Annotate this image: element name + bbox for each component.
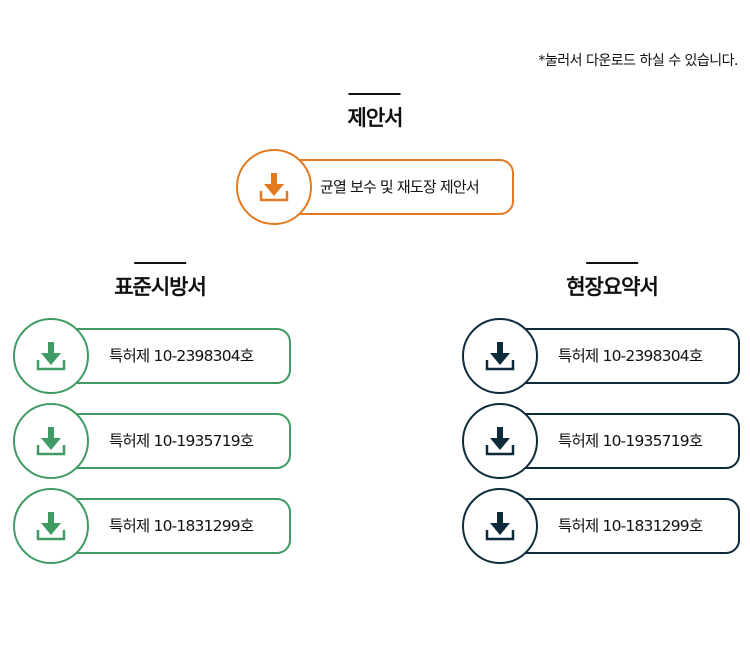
spec-download-label: 특허제 10-1935719호 (109, 432, 254, 450)
download-icon (462, 318, 538, 394)
spec-download-button-3[interactable]: 특허제 10-1831299호 (13, 488, 293, 564)
proposal-title: 제안서 (348, 102, 404, 132)
download-icon (13, 318, 89, 394)
spec-download-label: 특허제 10-2398304호 (109, 347, 254, 365)
spec-download-button-2[interactable]: 특허제 10-1935719호 (13, 403, 293, 479)
download-icon (13, 403, 89, 479)
summary-download-button-3[interactable]: 특허제 10-1831299호 (462, 488, 742, 564)
summary-download-button-2[interactable]: 특허제 10-1935719호 (462, 403, 742, 479)
download-icon (462, 488, 538, 564)
button-frame (500, 413, 740, 469)
button-frame (51, 498, 291, 554)
download-icon (462, 403, 538, 479)
spec-download-label: 특허제 10-1831299호 (109, 517, 254, 535)
summary-title: 현장요약서 (566, 271, 659, 301)
button-frame (500, 328, 740, 384)
spec-download-button-1[interactable]: 특허제 10-2398304호 (13, 318, 293, 394)
proposal-download-button[interactable]: 균열 보수 및 재도장 제안서 (236, 149, 516, 225)
summary-download-button-1[interactable]: 특허제 10-2398304호 (462, 318, 742, 394)
button-frame (274, 159, 514, 215)
download-hint: *눌러서 다운로드 하실 수 있습니다. (538, 53, 738, 69)
summary-download-label: 특허제 10-1831299호 (558, 517, 703, 535)
button-frame (51, 413, 291, 469)
download-icon (236, 149, 312, 225)
proposal-download-label: 균열 보수 및 재도장 제안서 (320, 178, 480, 196)
spec-title: 표준시방서 (114, 271, 207, 301)
summary-download-label: 특허제 10-1935719호 (558, 432, 703, 450)
download-icon (13, 488, 89, 564)
button-frame (51, 328, 291, 384)
summary-download-label: 특허제 10-2398304호 (558, 347, 703, 365)
